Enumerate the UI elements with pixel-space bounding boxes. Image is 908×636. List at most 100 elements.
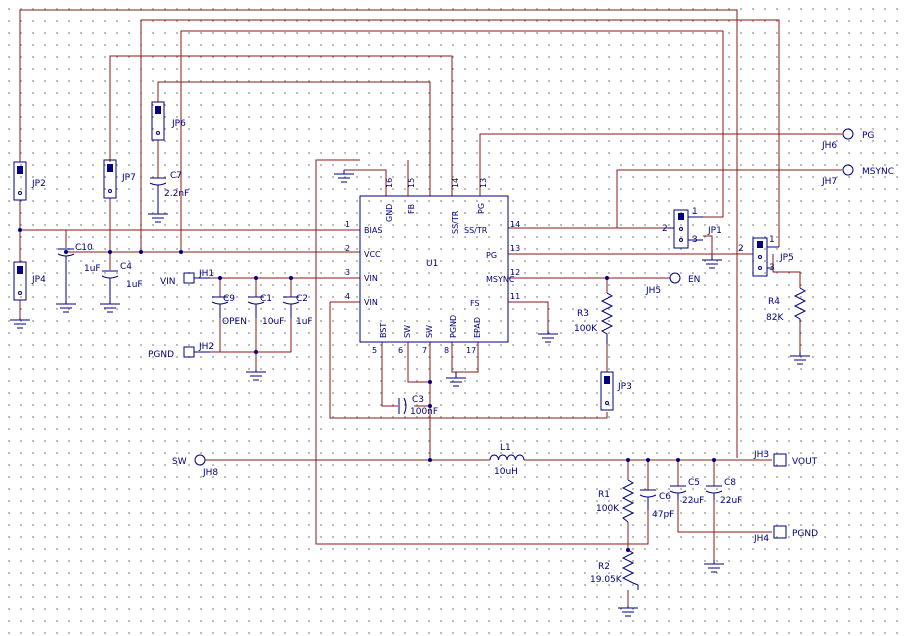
connector-jh8: SW JH8 [172, 454, 218, 478]
svg-text:C5: C5 [688, 478, 700, 488]
ground-icon [10, 318, 30, 329]
svg-text:C7: C7 [170, 171, 182, 181]
svg-text:JH7: JH7 [821, 177, 837, 187]
pin-name-epad: EPAD [473, 317, 482, 338]
svg-text:2.2nF: 2.2nF [164, 189, 189, 199]
svg-text:47pF: 47pF [652, 510, 674, 520]
resistor-r4: R4 82K [766, 287, 807, 323]
svg-text:C6: C6 [659, 492, 671, 502]
svg-text:R3: R3 [577, 309, 589, 319]
svg-text:1uF: 1uF [126, 280, 143, 290]
svg-text:JH2: JH2 [198, 342, 214, 352]
wires [19, 9, 842, 606]
jumper-jp7: JP7 [103, 159, 136, 199]
pin-name-vin4: VIN [364, 298, 378, 307]
pin-name-bst: BST [379, 323, 388, 338]
svg-text:1: 1 [769, 235, 775, 245]
pin-name-vin3: VIN [364, 274, 378, 283]
pin-name-pgnd8: PGND [449, 315, 458, 338]
pin-num-1: 1 [345, 220, 350, 229]
pin-name-fs: PG [486, 251, 497, 260]
pin-num-10: 12 [510, 268, 520, 277]
svg-text:JP3: JP3 [617, 382, 632, 392]
junctions [18, 228, 716, 552]
svg-text:C9: C9 [223, 294, 235, 304]
svg-text:R4: R4 [768, 297, 780, 307]
capacitors: C10 1uF C4 1uF C7 2.2nF C9 OPEN C1 10uF … [57, 171, 742, 520]
u1-ic: U1 BIAS VCC VIN VIN 1 2 3 4 SS/TR PG MSY… [345, 178, 520, 355]
pin-num-2: 2 [345, 244, 350, 253]
svg-text:22uF: 22uF [682, 496, 704, 506]
jumper-jp6: JP6 [151, 101, 186, 141]
connector-jh1: VIN JH1 [160, 269, 214, 287]
svg-text:PGND: PGND [792, 529, 818, 539]
svg-text:VIN: VIN [160, 277, 176, 287]
ground-icon [702, 255, 722, 269]
svg-text:PG: PG [862, 131, 874, 141]
capacitor-c7: C7 2.2nF [149, 171, 189, 212]
capacitor-c10: C10 1uF [57, 243, 101, 300]
pin-name-fb: FB [407, 204, 416, 214]
pin-num-6: 6 [398, 346, 403, 355]
capacitor-c2: C2 1uF [282, 294, 313, 327]
svg-text:82K: 82K [766, 313, 784, 323]
svg-text:C1: C1 [260, 294, 272, 304]
resistors: R3 100K R4 82K R1 100K R2 19.05K [574, 287, 807, 590]
capacitor-c8: C8 22uF [705, 478, 742, 506]
jumper-jp3: JP3 [600, 371, 632, 411]
connector-jh2: PGND JH2 [148, 342, 214, 360]
ground-icon [538, 330, 558, 343]
pin-num-16: 16 [385, 178, 394, 188]
svg-text:10uF: 10uF [262, 317, 284, 327]
pin-num-8: 8 [444, 346, 449, 355]
svg-text:SW: SW [172, 457, 187, 467]
svg-text:100K: 100K [574, 324, 598, 334]
svg-text:C10: C10 [75, 243, 93, 253]
jumper-jp1: 2 1 3 JP1 [662, 207, 722, 249]
pin-num-11: 13 [510, 244, 520, 253]
svg-text:JP1: JP1 [707, 226, 722, 236]
pin-num-12: 14 [510, 220, 520, 229]
connectors: VIN JH1 PGND JH2 VOUT JH3 PGND JH4 EN JH… [148, 128, 894, 544]
pin-num-9: 11 [510, 292, 520, 301]
svg-text:VOUT: VOUT [792, 457, 818, 467]
connector-jh6: PG JH6 [821, 128, 874, 151]
connector-jh3: VOUT JH3 [753, 450, 818, 467]
svg-text:JP5: JP5 [779, 253, 794, 263]
capacitor-c1: C1 10uF [247, 294, 284, 327]
ground-icon [704, 560, 724, 573]
svg-text:JH3: JH3 [753, 450, 769, 460]
capacitor-c3: C3 100nF [398, 395, 438, 417]
connector-jh7: MSYNC JH7 [821, 164, 894, 187]
svg-text:JH6: JH6 [821, 141, 837, 151]
ground-icon [246, 370, 266, 381]
svg-text:MSYNC: MSYNC [862, 167, 894, 177]
connector-jh5: EN JH5 [645, 272, 700, 296]
ground-icon [446, 372, 466, 387]
pin-num-14: 14 [451, 178, 460, 188]
capacitor-c6: C6 47pF [639, 489, 674, 520]
svg-text:JP2: JP2 [31, 179, 46, 189]
inductor-l1: L1 10uH [489, 443, 525, 477]
resistor-r3: R3 100K [574, 292, 614, 344]
ground-icon [148, 212, 168, 223]
ground-icon [334, 170, 354, 183]
resistor-r1: R1 100K [596, 479, 635, 523]
pin-name-bias: BIAS [364, 226, 382, 235]
svg-text:EN: EN [688, 275, 700, 285]
pin-num-17: 17 [466, 346, 476, 355]
pin-name-gnd: GND [385, 204, 394, 222]
capacitor-c5: C5 22uF [669, 478, 704, 506]
svg-text:100K: 100K [596, 504, 620, 514]
pin-name-pgnd9: FS [470, 299, 480, 308]
ground-icon [618, 606, 638, 617]
svg-text:JH4: JH4 [753, 534, 769, 544]
pin-num-3: 3 [345, 268, 350, 277]
svg-text:19.05K: 19.05K [590, 575, 623, 585]
svg-text:C4: C4 [120, 262, 132, 272]
svg-text:PGND: PGND [148, 350, 174, 360]
pin-num-7: 7 [422, 346, 427, 355]
svg-text:C2: C2 [296, 294, 308, 304]
ground-icon [100, 300, 120, 313]
